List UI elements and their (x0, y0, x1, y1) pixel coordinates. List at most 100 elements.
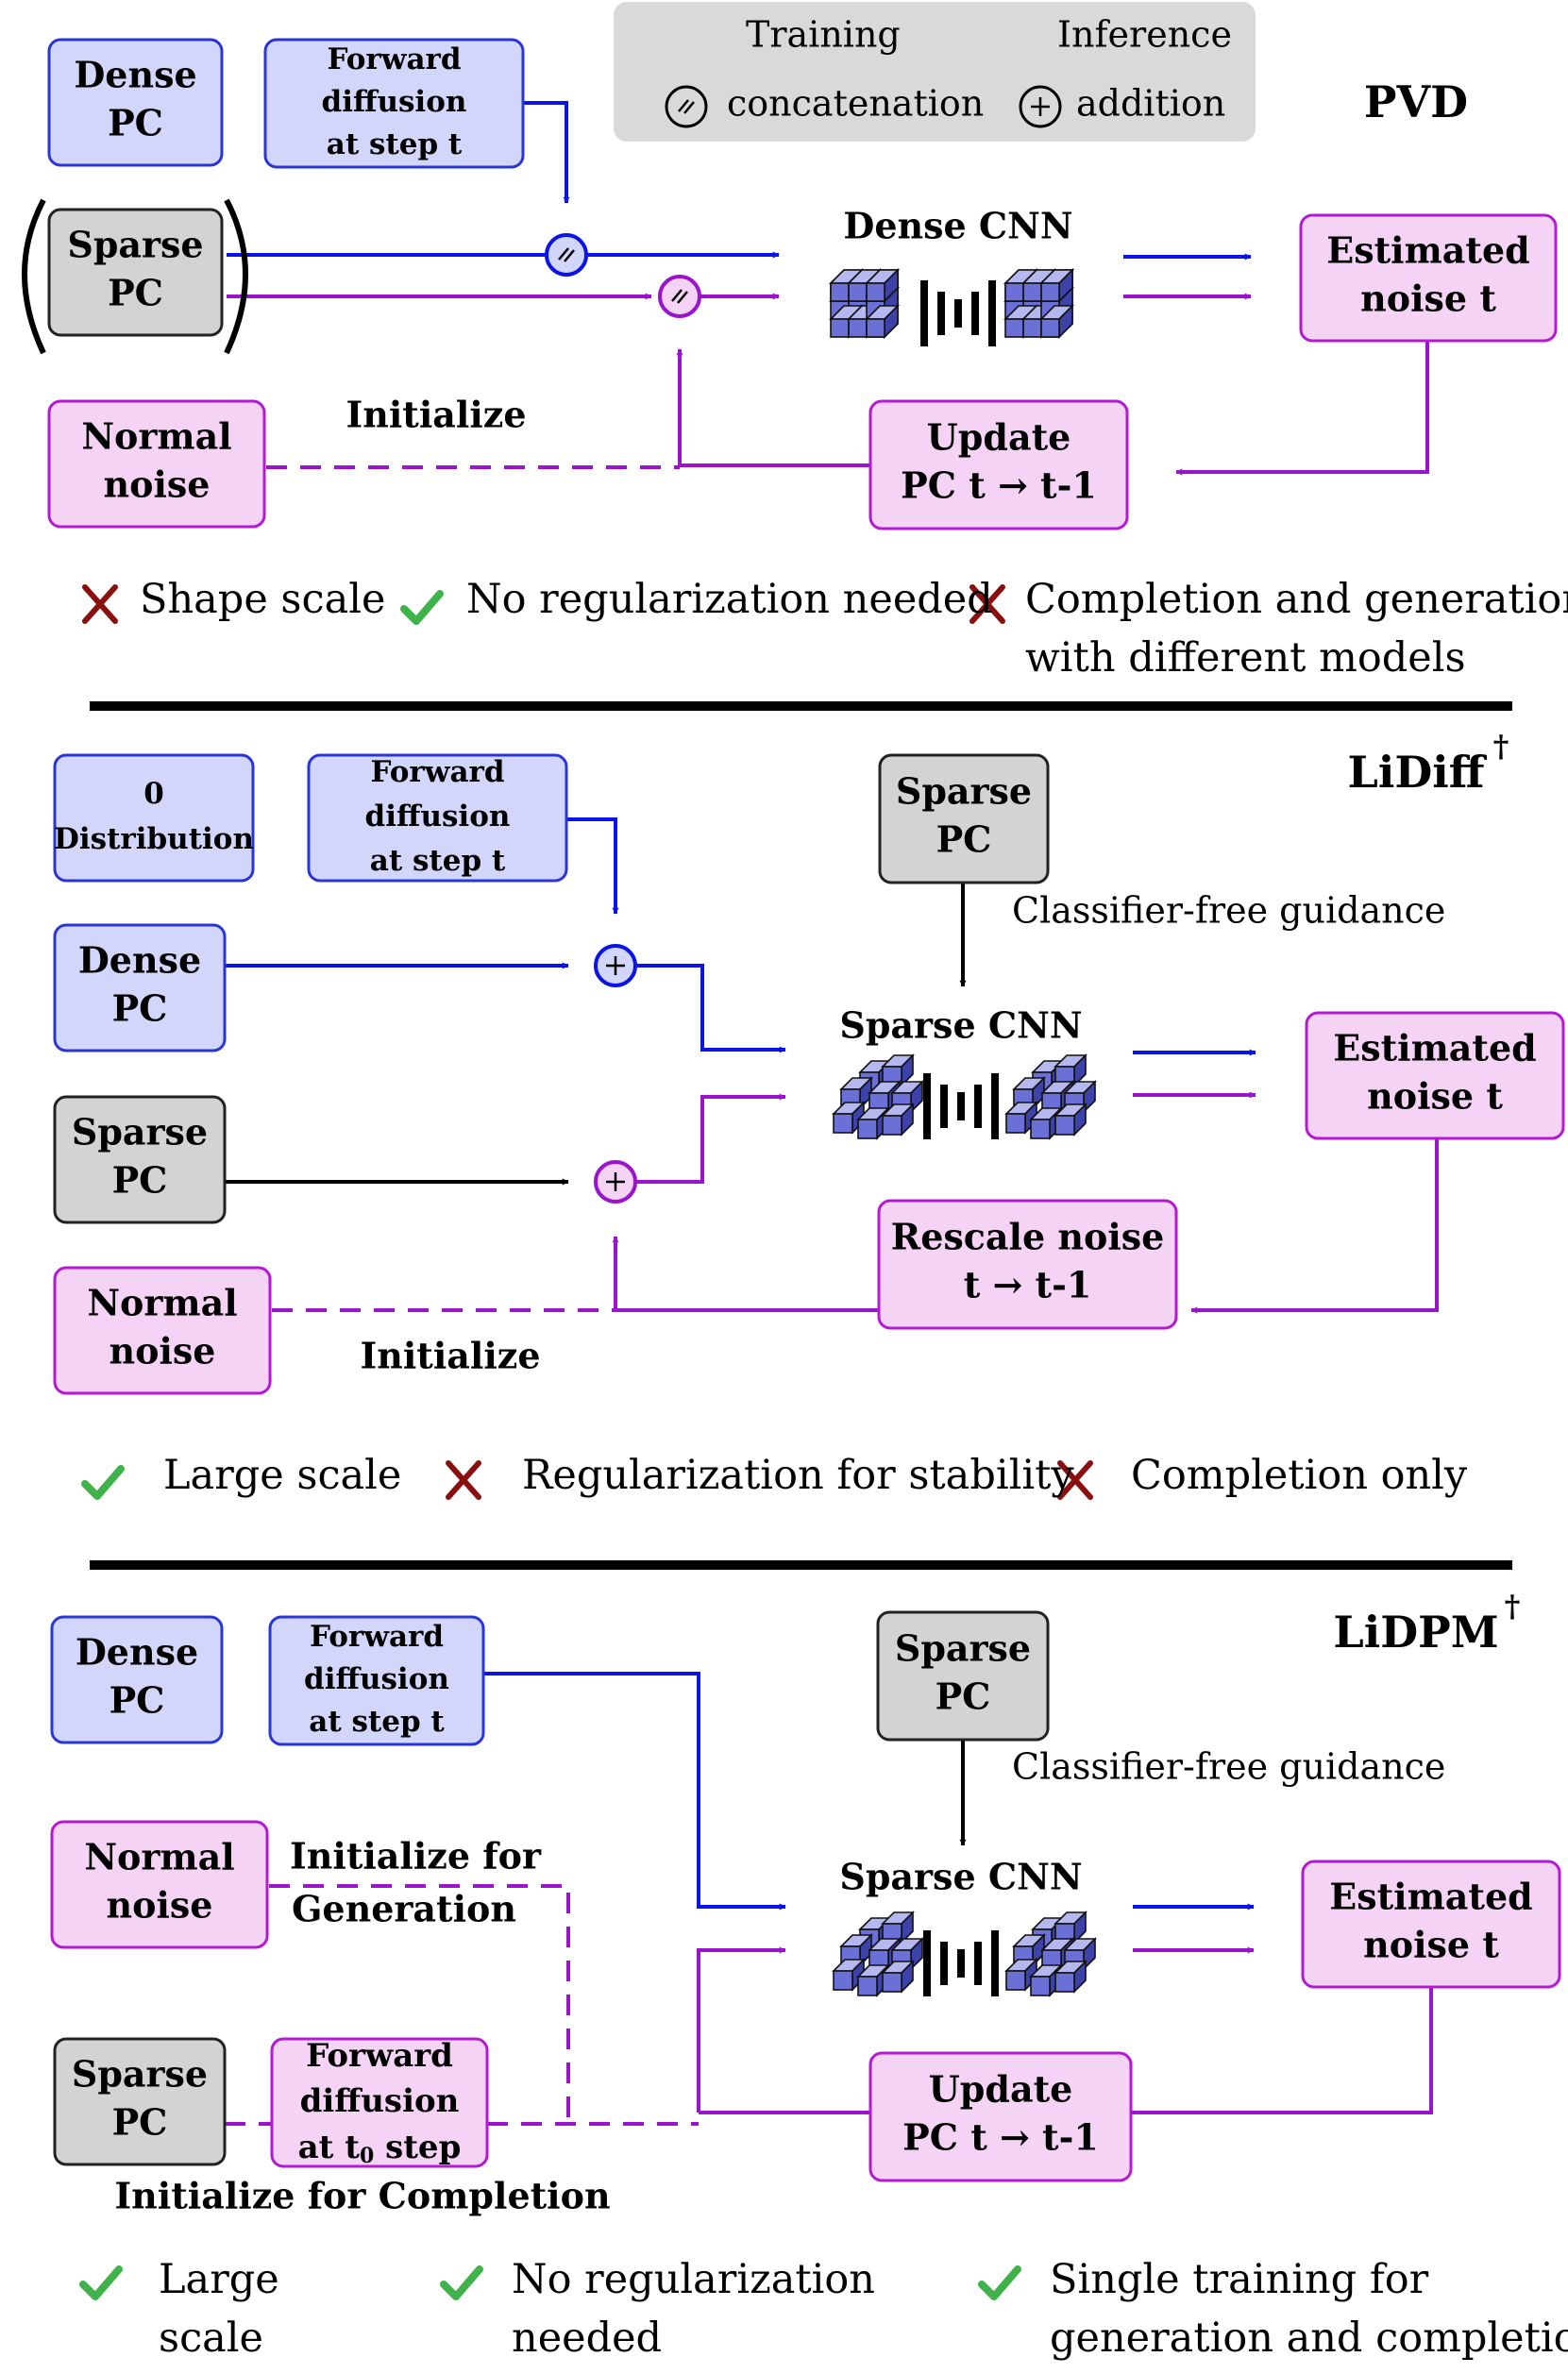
pvd-dense-pc-box (47, 38, 224, 167)
concat-stroke (558, 247, 569, 261)
voxel-front (1004, 318, 1024, 338)
lidpm-estimate-to-update (1131, 1987, 1433, 2114)
pvd-estimated-box-line: noise t (1360, 277, 1496, 319)
concat-stroke (677, 291, 688, 304)
note-text: Shape scale (140, 576, 385, 623)
legend-panel (614, 2, 1256, 142)
pvd-estimated-box (1299, 213, 1558, 343)
note-text: Single training for (1050, 2256, 1429, 2303)
lidpm-sparse-pc-top-box-line: Sparse (895, 1627, 1031, 1670)
pvd-normal-noise-box (47, 399, 266, 529)
voxel-front (1005, 1113, 1026, 1134)
concat-stroke (678, 99, 689, 112)
unet-bar (923, 1930, 931, 1996)
cross-stroke (446, 1460, 481, 1500)
note-text: Large (159, 2256, 279, 2303)
voxel-front (1040, 318, 1060, 338)
note-text: Completion only (1131, 1452, 1468, 1499)
pvd-concat-train (545, 233, 588, 277)
voxel-front (1054, 1115, 1075, 1136)
lidiff-estimated-box-line: Estimated (1333, 1027, 1536, 1069)
check-icon (978, 2265, 1021, 2300)
note-text: needed (512, 2315, 662, 2362)
lidiff-forward-box-line: Forward (370, 755, 504, 789)
pvd-estimated-box-line: Estimated (1326, 229, 1529, 272)
cross-icon (446, 1460, 481, 1500)
lidpm-estimated-box-line: noise t (1363, 1923, 1499, 1965)
voxel-front (1004, 282, 1024, 302)
note-text: generation and completion (1050, 2315, 1568, 2362)
lidpm-guidance-label: Classifier-free guidance (1012, 1746, 1445, 1788)
legend-concat-icon (665, 85, 708, 128)
cross-icon (969, 584, 1005, 624)
voxel-front (857, 1119, 878, 1139)
lidiff-initialize-label: Initialize (360, 1335, 540, 1377)
voxel-front (1040, 282, 1060, 302)
unet-bar (923, 1073, 931, 1139)
pvd-forward-box-line: at step t (327, 127, 463, 161)
note-text: No regularization needed (466, 576, 993, 623)
pvd-forward-box (263, 38, 525, 169)
lidpm-sparse-pc-top-box (876, 1610, 1050, 1742)
lidiff-rescale-box-line: t → t-1 (964, 1263, 1092, 1305)
lidpm-estimated-box (1301, 1860, 1561, 1989)
pvd-concat-train-ring (545, 233, 588, 277)
voxel-front (1005, 1970, 1026, 1991)
lidiff-rescale-loop (612, 1236, 879, 1312)
legend-addition-label: addition (1076, 83, 1225, 125)
note-text: Large scale (163, 1452, 401, 1499)
unet-bar (974, 1085, 982, 1128)
check-icon (440, 2265, 483, 2300)
lidiff-sparse-cnn-icon (832, 1053, 1097, 1140)
lidiff-forward-box-line: diffusion (365, 800, 511, 833)
unet-bar (957, 1092, 965, 1120)
lidiff-forward-box-line: at step t (370, 844, 506, 878)
lidpm-forward-into-net (483, 1672, 786, 1911)
lidiff-dense-pc-box-line: Dense (78, 939, 201, 982)
check-icon (81, 1465, 125, 1500)
check-icon (400, 590, 444, 625)
lidiff-estimate-to-rescale (1190, 1139, 1439, 1314)
unet-bar (940, 1085, 948, 1128)
concat-stroke (683, 101, 695, 114)
cross-stroke (1057, 1460, 1093, 1500)
lidiff-sparse-pc-left-box-line: PC (112, 1158, 168, 1201)
legend-training-label: Training (746, 14, 901, 56)
unet-bar (920, 280, 928, 346)
pvd-network-label: Dense CNN (843, 205, 1072, 247)
lidiff-normal-noise-box (53, 1266, 272, 1395)
lidpm-forward-t0-line: Forward (306, 2037, 453, 2075)
lidpm-forward-box-line: at step t (309, 1705, 445, 1739)
unet-bar (937, 292, 945, 335)
lidpm-forward-box-line: Forward (310, 1620, 444, 1654)
lidpm-sparse-pc-left-box (53, 2037, 227, 2166)
lidiff-normal-noise-box-line: Normal (87, 1282, 237, 1324)
lidiff-dense-pc-box (53, 923, 227, 1052)
pvd-dense-pc-box-line: Dense (74, 54, 196, 96)
lidpm-sparse-pc-top-box-line: PC (936, 1675, 991, 1717)
lidpm-infer-into-net (697, 1946, 786, 2113)
note-text: Completion and generation (1025, 576, 1568, 623)
pvd-update-box (868, 399, 1129, 530)
pvd-dense-cnn-icon (829, 268, 1074, 346)
note-text: Regularization for stability (522, 1452, 1074, 1499)
lidiff-sparse-pc-left-box-line: Sparse (72, 1111, 208, 1153)
voxel-front (857, 1976, 878, 1996)
unet-bar (940, 1942, 948, 1985)
pvd-dense-pc-box-line: PC (108, 101, 163, 143)
lidiff-guidance-label: Classifier-free guidance (1012, 890, 1445, 932)
voxel-front (866, 282, 885, 302)
voxel-front (833, 1970, 853, 1991)
lidiff-zero-dist-box (53, 753, 255, 883)
note-text: scale (159, 2315, 263, 2362)
voxel-front (1030, 1119, 1051, 1139)
unet-bar (988, 280, 996, 346)
lidiff-title-sup: † (1493, 729, 1509, 765)
lidiff-forward-arrow (566, 817, 619, 915)
lidiff-train-into-net (635, 964, 786, 1053)
voxel-front (830, 282, 850, 302)
pvd-update-box-line: Update (927, 416, 1071, 459)
voxel-front (1030, 1976, 1051, 1996)
lidpm-dense-pc-box-line: PC (110, 1678, 165, 1721)
